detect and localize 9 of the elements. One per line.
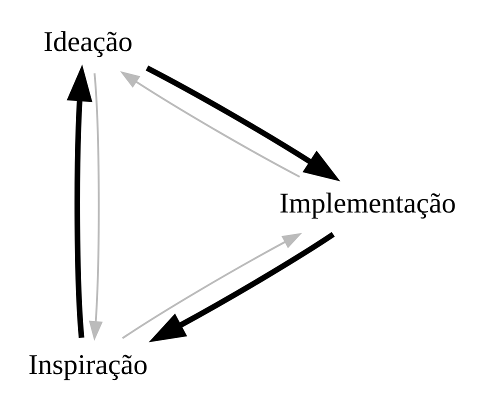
arrow bbox=[88, 73, 103, 341]
arrow bbox=[146, 66, 340, 182]
arrow bbox=[122, 232, 302, 339]
node-text: Inspiração bbox=[28, 348, 148, 381]
node-text: Implementação bbox=[279, 188, 456, 220]
arrow bbox=[120, 71, 300, 178]
arrow bbox=[148, 232, 335, 342]
arrow bbox=[66, 64, 92, 338]
node-text: Ideação bbox=[44, 26, 133, 58]
